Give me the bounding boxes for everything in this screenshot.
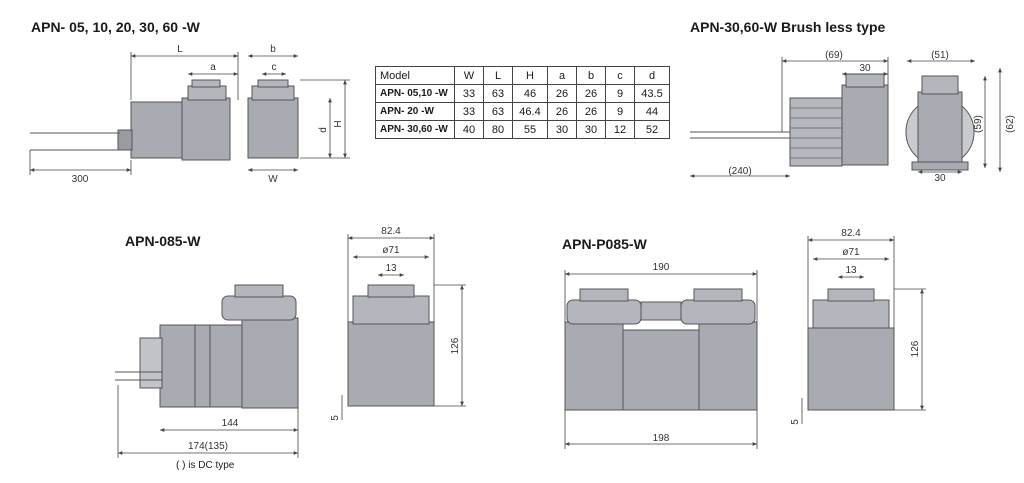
dim-240: (240) [728,166,751,177]
dim-62: (62) [1005,115,1016,133]
dim-L: L [177,44,183,55]
table-row: APN- 30,60 -W 40 80 55 30 30 12 52 [375,120,670,139]
dim-190: 190 [653,262,670,273]
col-model: Model [375,66,455,85]
dim-c: c [272,62,277,73]
dim-13: 13 [385,263,397,274]
dim-H: H [333,120,344,127]
dc-type-note: ( ) is DC type [176,460,235,471]
pump-front-view-3 [347,284,435,407]
dim-5-b: 5 [790,419,801,425]
table-header-row: Model W L H a b c d [375,66,670,85]
title-apn-30-60-brushless: APN-30,60-W Brush less type [690,19,886,35]
pump-front-view-4 [807,288,895,411]
dimension-lines-4 [564,236,926,449]
dimension-lines-3 [117,234,466,458]
dim-o71: ø71 [382,245,400,256]
dim-a: a [210,62,216,73]
title-apn-085: APN-085-W [125,233,201,249]
dim-174: 174(135) [188,441,228,452]
pump-front-view-1 [247,79,299,159]
dimension-lines-2 [690,57,1002,178]
dim-126: 126 [450,337,461,354]
dim-59: (59) [973,115,984,133]
title-apn-05-60: APN- 05, 10, 20, 30, 60 -W [31,19,200,35]
dim-82-4-b: 82.4 [841,228,861,239]
dim-69: (69) [825,50,843,61]
cell: 12 [605,120,635,139]
cell: 26 [576,84,606,103]
dim-d: d [318,127,329,133]
spec-table: Model W L H a b c d APN- 05,10 -W 33 63 … [375,66,670,139]
pump-side-view-2 [690,73,889,167]
dim-13-b: 13 [845,265,857,276]
dim-30-bottom: 30 [934,173,946,184]
dim-W: W [268,174,278,185]
dim-o71-b: ø71 [842,247,860,258]
dimension-lines-1 [29,52,350,175]
pump-side-view-1 [30,79,231,161]
dim-51: (51) [931,50,949,61]
dim-144: 144 [222,418,239,429]
title-apn-p085: APN-P085-W [562,236,647,252]
pump-side-view-4 [564,288,758,411]
cell: 52 [634,120,670,139]
cell: 40 [454,120,484,139]
dim-b: b [270,44,276,55]
dim-126-b: 126 [910,340,921,357]
pump-front-view-2 [905,75,975,171]
cell: 30 [547,120,577,139]
dim-cable-300: 300 [72,174,89,185]
cell: 30 [576,120,606,139]
pump-side-view-3 [115,284,299,409]
dim-198: 198 [653,433,670,444]
dim-82-4: 82.4 [381,226,401,237]
cell: 26 [547,84,577,103]
dim-30-top: 30 [859,63,871,74]
dim-5: 5 [330,415,341,421]
